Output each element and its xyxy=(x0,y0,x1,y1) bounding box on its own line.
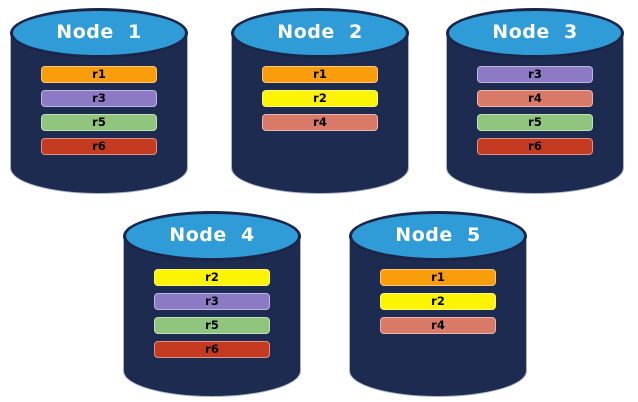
node-cylinder-2: r1 r2 r4 Node 2 xyxy=(231,8,409,194)
cylinder-top: Node 2 xyxy=(231,8,409,58)
node-cylinder-1: r1 r3 r5 r6 Node 1 xyxy=(10,8,188,194)
replica-bar-r3: r3 xyxy=(41,90,157,107)
replica-list: r3 r4 r5 r6 xyxy=(477,66,593,155)
cylinder-top: Node 3 xyxy=(446,8,624,58)
replica-bar-r4: r4 xyxy=(262,114,378,131)
cylinder-body xyxy=(231,32,409,194)
replica-list: r1 r2 r4 xyxy=(380,269,496,334)
replica-bar-r5: r5 xyxy=(154,317,270,334)
replica-bar-r3: r3 xyxy=(154,293,270,310)
node-title: Node 2 xyxy=(277,21,363,43)
cylinder-body xyxy=(446,32,624,194)
replica-bar-r1: r1 xyxy=(41,66,157,83)
replica-bar-r1: r1 xyxy=(262,66,378,83)
cylinder-top: Node 4 xyxy=(123,211,301,261)
replica-list: r1 r2 r4 xyxy=(262,66,378,131)
node-cylinder-4: r2 r3 r5 r6 Node 4 xyxy=(123,211,301,397)
cylinder-top: Node 5 xyxy=(349,211,527,261)
cylinder-body xyxy=(349,235,527,397)
replica-bar-r2: r2 xyxy=(154,269,270,286)
replica-bar-r4: r4 xyxy=(477,90,593,107)
replica-bar-r4: r4 xyxy=(380,317,496,334)
node-title: Node 1 xyxy=(56,21,142,43)
replica-list: r1 r3 r5 r6 xyxy=(41,66,157,155)
replica-bar-r1: r1 xyxy=(380,269,496,286)
replica-bar-r6: r6 xyxy=(477,138,593,155)
replica-bar-r3: r3 xyxy=(477,66,593,83)
replica-bar-r5: r5 xyxy=(41,114,157,131)
node-title: Node 4 xyxy=(169,224,255,246)
replica-bar-r5: r5 xyxy=(477,114,593,131)
replica-bar-r6: r6 xyxy=(41,138,157,155)
replica-list: r2 r3 r5 r6 xyxy=(154,269,270,358)
cylinder-top: Node 1 xyxy=(10,8,188,58)
node-cylinder-5: r1 r2 r4 Node 5 xyxy=(349,211,527,397)
replica-bar-r6: r6 xyxy=(154,341,270,358)
node-title: Node 5 xyxy=(395,224,481,246)
replica-bar-r2: r2 xyxy=(380,293,496,310)
cylinder-body xyxy=(10,32,188,194)
replica-bar-r2: r2 xyxy=(262,90,378,107)
cylinder-body xyxy=(123,235,301,397)
node-cylinder-3: r3 r4 r5 r6 Node 3 xyxy=(446,8,624,194)
node-title: Node 3 xyxy=(492,21,578,43)
